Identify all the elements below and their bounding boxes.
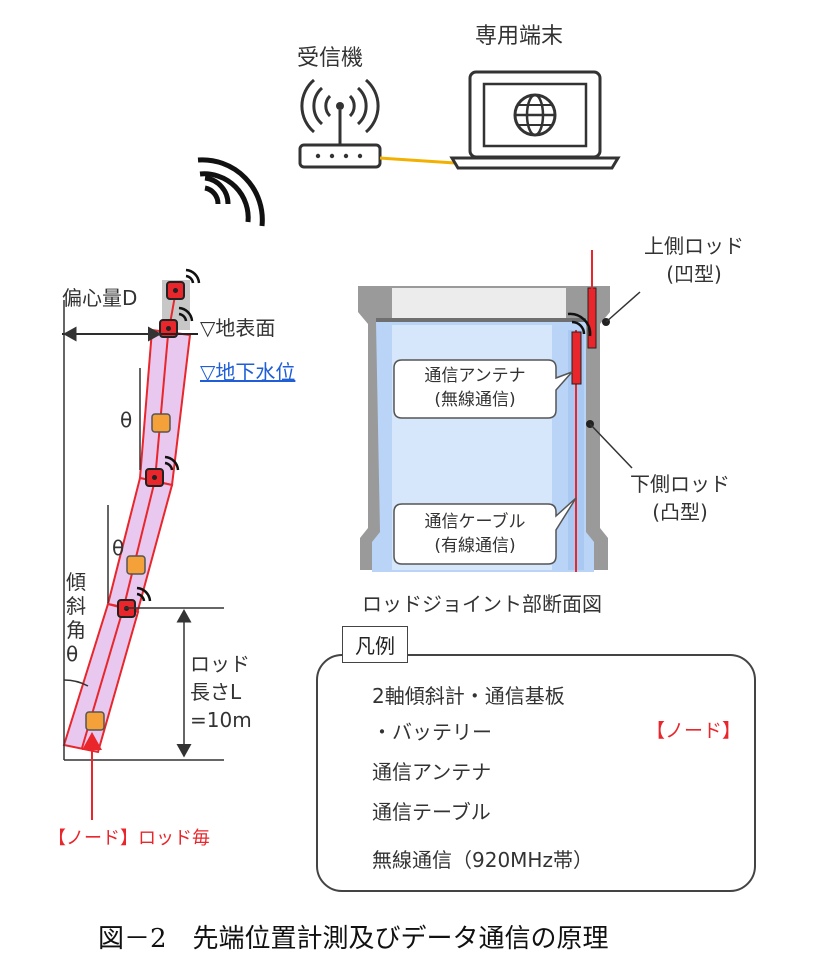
tilt-angle-arc (63, 679, 89, 687)
figure-caption: 図－2 先端位置計測及びデータ通信の原理 (98, 924, 609, 954)
lower-rod-label: 下側ロッド (凸型) (630, 472, 730, 524)
legend-item-cable: 通信テーブル (372, 800, 491, 824)
legend-node-bracket-label: 【ノード】 (646, 720, 742, 742)
legend-item-antenna: 通信アンテナ (372, 760, 492, 784)
legend-item-inclinometer: 2軸傾斜計・通信基板 (372, 684, 565, 708)
rod-node-1 (151, 413, 171, 433)
rod-length-label: ロッド 長さL =10m (190, 652, 252, 732)
rod-node-3 (85, 711, 105, 731)
rod-antenna-1 (166, 268, 201, 300)
node-per-rod-label: 【ノード】ロッド毎 (48, 828, 210, 849)
receiver-label: 受信機 (297, 46, 364, 71)
groundwater-label: ▽地下水位 (200, 360, 296, 384)
receiver-terminal-cable (379, 156, 456, 165)
section-title: ロッドジョイント部断面図 (362, 592, 602, 616)
legend-item-battery: ・バッテリー (372, 720, 492, 744)
legend-box (316, 654, 756, 892)
legend-title: 凡例 (342, 626, 408, 663)
rod-antenna-2 (159, 306, 194, 338)
legend-item-wireless: 無線通信（920MHz帯） (372, 848, 593, 872)
rod-segment-upper (138, 328, 192, 487)
wireless-wave-icon (197, 157, 265, 227)
theta-lower-label: θ (112, 536, 125, 560)
terminal-label: 専用端末 (475, 24, 564, 49)
eccentricity-label: 偏心量D (62, 286, 138, 310)
theta-upper-label: θ (120, 408, 133, 432)
upper-rod-label: 上側ロッド (凹型) (644, 234, 744, 286)
receiver-icon (298, 78, 382, 169)
ground-surface-label: ▽地表面 (200, 316, 276, 340)
antenna-callout-bubble (393, 359, 573, 419)
globe-icon (513, 93, 557, 137)
tilt-angle-label: 傾 斜 角 θ (66, 570, 86, 666)
cable-callout-bubble (393, 497, 577, 565)
cable-callout-text: 通信ケーブル (有線通信) (424, 512, 526, 556)
rod-antenna-3 (145, 455, 180, 487)
antenna-callout-text: 通信アンテナ (無線通信) (424, 366, 526, 410)
laptop-icon (449, 70, 621, 170)
rod-node-2 (126, 555, 146, 575)
